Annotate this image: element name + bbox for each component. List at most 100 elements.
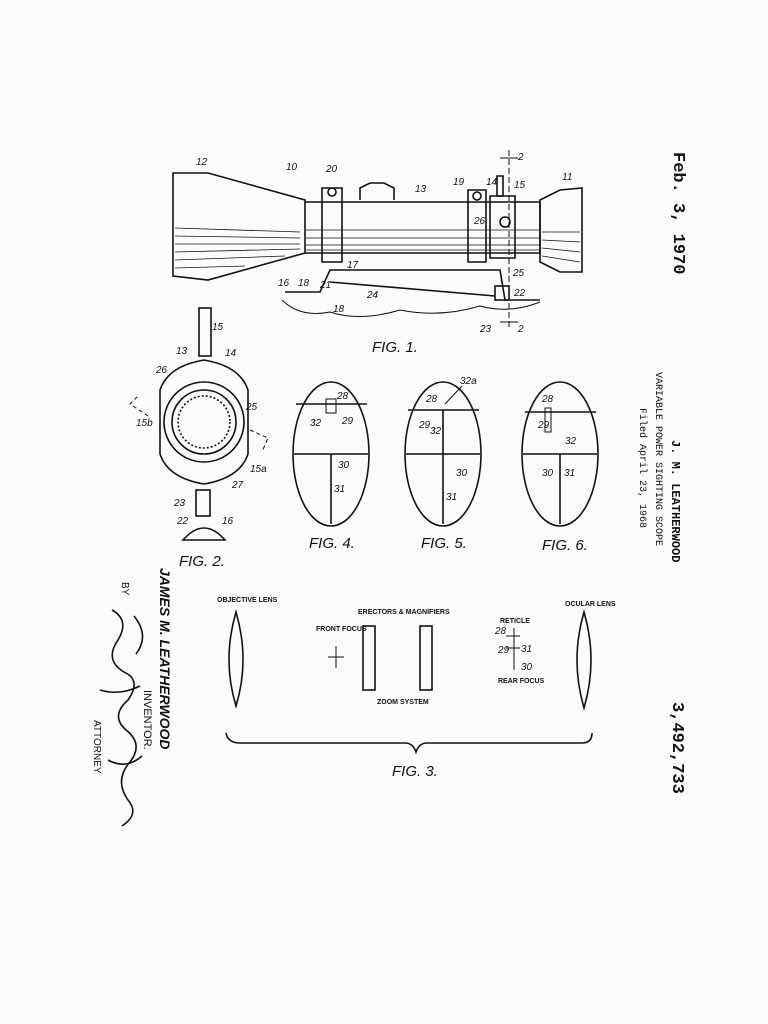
rifle-surface bbox=[281, 299, 541, 318]
fig3-ref-30: 30 bbox=[521, 662, 533, 673]
figure-1-scope: 2 2 10 11 12 13 14 15 16 17 18 18 19 20 … bbox=[172, 150, 583, 356]
inventor-signature-block: JAMES M. LEATHERWOOD INVENTOR. BY ATTORN… bbox=[91, 568, 173, 827]
fig2-ref-15b: 15b bbox=[136, 418, 153, 429]
objective-lens-shape bbox=[228, 609, 244, 709]
fig4-reticle-circle bbox=[292, 381, 370, 527]
fig4-ref-31: 31 bbox=[334, 484, 345, 495]
power-ring-knob bbox=[499, 216, 511, 228]
fig5-ref-29: 29 bbox=[418, 420, 431, 431]
fig6-marker bbox=[544, 407, 552, 433]
fig1-ref-23: 23 bbox=[479, 324, 492, 335]
fig4-ref-32: 32 bbox=[310, 418, 322, 429]
signature-handwritten bbox=[99, 609, 144, 827]
figure-5-reticle: 32a 28 29 32 30 31 FIG. 5. bbox=[404, 376, 482, 552]
fig2-caption: FIG. 2. bbox=[179, 553, 225, 570]
fig1-ref-17: 17 bbox=[347, 260, 359, 271]
fig2-ref-22: 22 bbox=[176, 516, 189, 527]
reticle-label: RETICLE bbox=[500, 618, 530, 625]
fig6-ref-28: 28 bbox=[541, 394, 554, 405]
inner-bore bbox=[171, 389, 237, 455]
ocular-lens-label: OCULAR LENS bbox=[565, 601, 616, 608]
objective-lens-label: OBJECTIVE LENS bbox=[217, 597, 278, 604]
fig4-caption: FIG. 4. bbox=[309, 535, 355, 552]
patent-header: Feb. 3, 1970 J. M. LEATHERWOOD VARIABLE … bbox=[636, 152, 687, 794]
by-label: BY bbox=[119, 582, 130, 596]
fig1-ref-12: 12 bbox=[196, 157, 208, 168]
fig5-caption: FIG. 5. bbox=[421, 535, 467, 552]
fig2-ref-25: 25 bbox=[245, 402, 258, 413]
mount-ring-rear bbox=[467, 189, 487, 263]
fig1-ref-19: 19 bbox=[453, 177, 465, 188]
power-post bbox=[496, 175, 504, 197]
fig2-post bbox=[198, 307, 212, 357]
fig6-ref-29: 29 bbox=[537, 420, 550, 431]
section-arrows bbox=[500, 157, 518, 323]
fig1-ref-11: 11 bbox=[562, 172, 572, 183]
inner-lens bbox=[177, 395, 231, 449]
fig1-ref-13: 13 bbox=[415, 184, 427, 195]
mount-ring-front bbox=[321, 187, 343, 263]
fig1-ref-25: 25 bbox=[512, 268, 525, 279]
figure-6-reticle: 28 29 32 30 31 FIG. 6. bbox=[521, 381, 599, 554]
fig6-ref-31: 31 bbox=[564, 468, 575, 479]
fig2-ref-14: 14 bbox=[225, 348, 237, 359]
fig2-stem bbox=[195, 489, 211, 517]
fig1-ref-15: 15 bbox=[514, 180, 526, 191]
patent-title: VARIABLE POWER SIGHTING SCOPE bbox=[652, 372, 663, 546]
fig1-ref-18a: 18 bbox=[298, 278, 310, 289]
fig2-ref-27: 27 bbox=[231, 480, 244, 491]
fig6-ref-30: 30 bbox=[542, 468, 554, 479]
inventor-header: J. M. LEATHERWOOD bbox=[668, 440, 682, 562]
fig5-ref-32: 32 bbox=[430, 426, 442, 437]
mount-base bbox=[285, 269, 540, 301]
eyepiece bbox=[539, 187, 583, 273]
fig6-reticle-circle bbox=[521, 381, 599, 527]
fig1-ref-24: 24 bbox=[366, 290, 379, 301]
objective-bell bbox=[172, 172, 306, 281]
fig1-ref-16: 16 bbox=[278, 278, 290, 289]
fig2-ref-15: 15 bbox=[212, 322, 224, 333]
mount-rail bbox=[329, 281, 496, 297]
outer-ring bbox=[159, 359, 249, 485]
inner-tube bbox=[163, 381, 245, 463]
fig6-caption: FIG. 6. bbox=[542, 537, 588, 554]
ring-screw-front bbox=[327, 187, 337, 197]
lever-dashed-right bbox=[249, 429, 269, 453]
patent-date: Feb. 3, 1970 bbox=[668, 152, 687, 274]
signature-stroke-1 bbox=[111, 609, 137, 827]
fig2-ref-23: 23 bbox=[173, 498, 186, 509]
fig1-ref-14: 14 bbox=[486, 177, 498, 188]
inventor-role: INVENTOR. bbox=[141, 690, 153, 750]
adjustment-turret bbox=[359, 182, 395, 200]
fig3-ref-31: 31 bbox=[521, 644, 532, 655]
fig2-ref-16: 16 bbox=[222, 516, 234, 527]
fig5-reticle-circle bbox=[404, 381, 482, 527]
fig3-ref-29: 29 bbox=[497, 645, 510, 656]
fig1-ref-20: 20 bbox=[325, 164, 338, 175]
filed-date: Filed April 23, 1968 bbox=[636, 408, 648, 528]
fig1-ref-21: 21 bbox=[319, 280, 331, 291]
fig2-ref-26: 26 bbox=[155, 365, 168, 376]
erector-lens-1 bbox=[362, 625, 376, 691]
figure-4-reticle: 28 29 32 30 31 FIG. 4. bbox=[292, 381, 370, 552]
fig3-caption: FIG. 3. bbox=[392, 763, 438, 780]
mount-block bbox=[494, 285, 510, 301]
fig1-ref-10: 10 bbox=[286, 162, 298, 173]
figure-3-schematic: OBJECTIVE LENS FRONT FOCUS ERECTORS & MA… bbox=[217, 597, 616, 780]
fig2-ref-13: 13 bbox=[176, 346, 188, 357]
fig5-leader-32a bbox=[444, 385, 463, 405]
attorney-label: ATTORNEY bbox=[91, 720, 102, 774]
fig5-ref-28: 28 bbox=[425, 394, 438, 405]
inventor-full-name: JAMES M. LEATHERWOOD bbox=[157, 568, 173, 750]
fig1-caption: FIG. 1. bbox=[372, 339, 418, 356]
fig4-marker bbox=[325, 398, 337, 414]
fig1-ref-2b: 2 bbox=[517, 324, 524, 335]
erectors-label: ERECTORS & MAGNIFIERS bbox=[358, 609, 450, 616]
fig1-ref-2a: 2 bbox=[517, 152, 524, 163]
ocular-lens-shape bbox=[576, 609, 592, 711]
fig1-ref-22: 22 bbox=[513, 288, 526, 299]
fig5-ref-30: 30 bbox=[456, 468, 468, 479]
ring-screw-rear bbox=[472, 191, 482, 201]
patent-number: 3,492,733 bbox=[667, 702, 686, 794]
